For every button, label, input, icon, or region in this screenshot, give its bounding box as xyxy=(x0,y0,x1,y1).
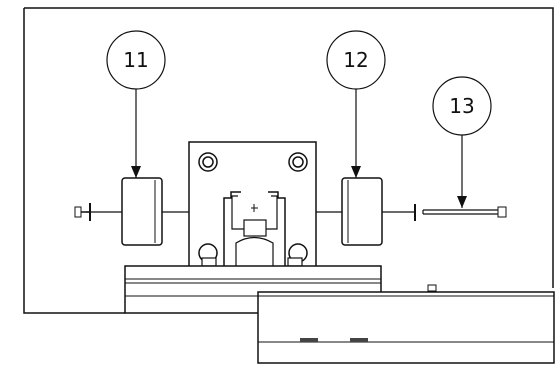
fastener-top-right xyxy=(288,152,308,172)
cable-assembly-13 xyxy=(414,204,507,221)
callout-label-11: 11 xyxy=(123,48,148,72)
lower-rail xyxy=(257,291,555,364)
fastener-bottom-right xyxy=(287,243,308,267)
callout-label-13: 13 xyxy=(449,94,474,118)
drawing-frame xyxy=(23,7,554,314)
fastener-top-left xyxy=(198,152,218,172)
callout-label-12: 12 xyxy=(343,48,368,72)
callout-13: 13 xyxy=(432,76,492,208)
damper-block-11 xyxy=(121,177,163,246)
left-rod-end xyxy=(74,203,91,221)
mounting-plate xyxy=(188,141,317,269)
damper-block-12 xyxy=(341,177,383,246)
fastener-bottom-left xyxy=(198,243,218,267)
callout-11: 11 xyxy=(106,30,166,178)
callout-12: 12 xyxy=(326,30,386,178)
